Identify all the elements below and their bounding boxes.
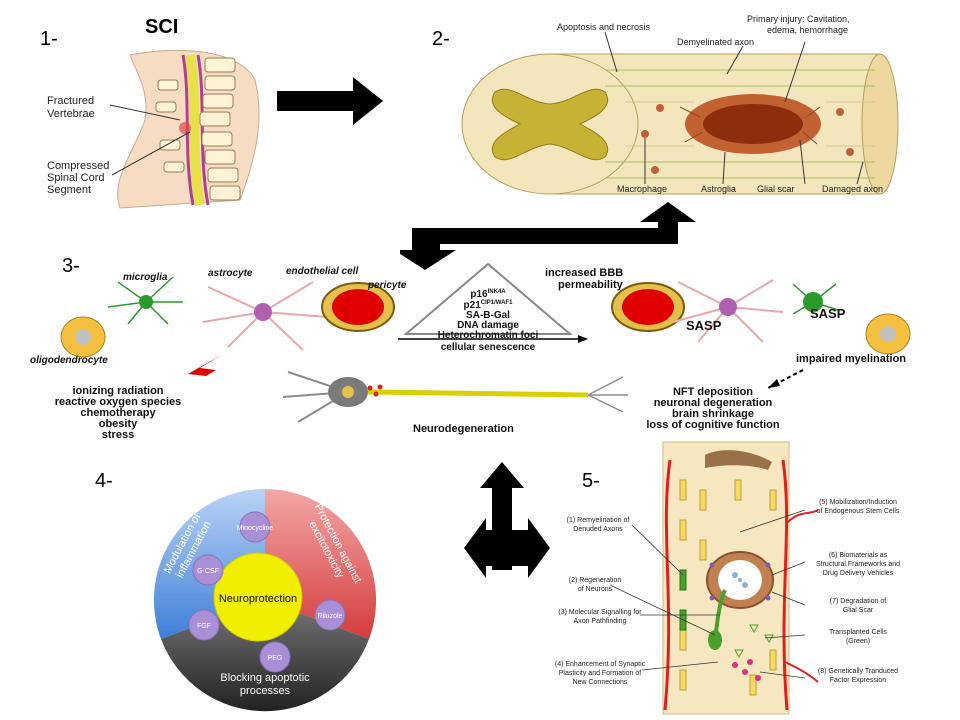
label-primary-2: edema, hemorrhage	[767, 25, 848, 35]
outcome-item: NFT deposition	[673, 386, 753, 398]
label-damaged-axon: Damaged axon	[822, 184, 883, 194]
outcome-item: brain shrinkage	[672, 408, 754, 420]
label-5-1b: Denuded Axons	[573, 526, 623, 533]
label-5-8b: (Green)	[846, 638, 870, 645]
label-5-2b: of Neurons	[578, 586, 613, 593]
triangle-p21-sup: CIP1/WAF1	[481, 300, 513, 306]
sector-bottom-2: processes	[240, 685, 291, 697]
label-neurodegeneration: Neurodegeneration	[413, 423, 514, 435]
label-pericyte: pericyte	[367, 280, 407, 291]
cellular-senescence-diagram: p16INK4A p21CIP1/WAF1 SA-B-Gal DNA damag…	[30, 262, 911, 441]
triangle-hetero: Heterochromatin foci	[438, 330, 539, 341]
label-glial-scar: Glial scar	[757, 184, 795, 194]
agent-gcsf: G-CSF	[197, 568, 219, 575]
svg-text:p21CIP1/WAF1: p21CIP1/WAF1	[464, 300, 514, 311]
panel-1-title: SCI	[145, 16, 179, 38]
label-astrocyte: astrocyte	[208, 268, 253, 279]
label-5-5a: (5) Mobilization/Induction	[819, 499, 897, 506]
label-endothelial: endothelial cell	[286, 266, 358, 277]
label-fractured-2: Vertebrae	[47, 108, 95, 120]
panel-1-number: 1-	[40, 28, 58, 50]
label-5-6a: (6) Biomaterials as	[829, 552, 888, 559]
label-oligodendrocyte: oligodendrocyte	[30, 355, 108, 366]
label-5-1a: (1) Remyelination of	[567, 517, 630, 524]
label-5-2a: (2) Regeneration	[569, 577, 622, 584]
panel-2-number: 2-	[432, 28, 450, 50]
cause-item: ionizing radiation	[72, 385, 163, 397]
label-compressed-1: Compressed	[47, 160, 109, 172]
label-primary-1: Primary injury: Cavitation,	[747, 14, 850, 24]
label-compressed-3: Segment	[47, 184, 91, 196]
cause-item: obesity	[99, 418, 138, 430]
panel-5-number: 5-	[582, 470, 600, 492]
right-arrow-icon	[277, 77, 383, 125]
agent-peg: PEG	[268, 655, 283, 662]
svg-text:p16INK4A: p16INK4A	[470, 289, 506, 300]
sector-bottom-1: Blocking apoptotic	[220, 672, 310, 684]
triangle-p16: p16	[470, 289, 488, 300]
agent-riluzole: Riluzole	[318, 613, 343, 620]
label-5-9b: Factor Expression	[830, 677, 887, 684]
agent-minocycline: Minocycline	[237, 525, 274, 532]
cause-item: chemotherapy	[80, 407, 156, 419]
outcome-item: loss of cognitive function	[646, 419, 780, 431]
label-5-3a: (3) Molecular Signalling for	[558, 609, 642, 616]
label-5-3b: Axon Pathfinding	[574, 618, 627, 625]
label-sasp-2: SASP	[810, 306, 846, 321]
label-apoptosis: Apoptosis and necrosis	[557, 22, 651, 32]
label-5-4b: Plasticity and Formation of	[559, 670, 642, 677]
triangle-dna: DNA damage	[457, 320, 519, 331]
label-microglia: microglia	[123, 272, 168, 283]
label-5-9a: (8) Genetically Tranduced	[818, 668, 898, 675]
label-astroglia: Astroglia	[701, 184, 736, 194]
label-5-8a: Transplanted Cells	[829, 629, 888, 636]
label-5-6b: Structural Frameworks and	[816, 561, 900, 568]
label-5-6c: Drug Delivery Vehicles	[823, 570, 894, 577]
label-fractured-1: Fractured	[47, 95, 94, 107]
spinal-cord-injury-diagram: Apoptosis and necrosis Primary injury: C…	[461, 14, 899, 195]
label-5-5b: of Endogenous Stem Cells	[817, 508, 900, 515]
spine-illustration: Fractured Vertebrae Compressed Spinal Co…	[47, 49, 260, 209]
triangle-p21: p21	[464, 300, 482, 311]
cross-arrow-icon	[464, 462, 550, 578]
label-bbb-2: permeability	[558, 279, 624, 291]
triangle-sabgal: SA-B-Gal	[466, 310, 510, 321]
regeneration-strategies-diagram: (1) Remyelination of Denuded Axons (2) R…	[555, 441, 900, 715]
elbow-arrow-icon	[400, 202, 696, 270]
label-bbb-1: increased BBB	[545, 267, 623, 279]
label-demyelinated: Demyelinated axon	[677, 37, 754, 47]
label-senescence: cellular senescence	[441, 342, 536, 353]
panel-3-number: 3-	[62, 255, 80, 277]
label-impaired: impaired myelination	[796, 353, 906, 365]
panel-4-number: 4-	[95, 470, 113, 492]
label-macrophage: Macrophage	[617, 184, 667, 194]
label-5-7b: Glial Scar	[843, 607, 874, 614]
cause-item: stress	[102, 429, 134, 441]
label-5-4c: New Connections	[573, 679, 628, 686]
label-5-7a: (7) Degradation of	[830, 598, 886, 605]
cause-item: reactive oxygen species	[55, 396, 182, 408]
triangle-p16-sup: INK4A	[488, 289, 507, 295]
outcome-item: neuronal degeneration	[654, 397, 773, 409]
label-compressed-2: Spinal Cord	[47, 172, 104, 184]
label-sasp-1: SASP	[686, 318, 722, 333]
center-label: Neuroprotection	[219, 593, 297, 605]
label-5-4a: (4) Enhancement of Synaptic	[555, 661, 646, 668]
neuroprotection-wheel: Minocycline G-CSF FGF Riluzole PEG Neuro…	[153, 488, 377, 712]
agent-fgf: FGF	[197, 623, 211, 630]
